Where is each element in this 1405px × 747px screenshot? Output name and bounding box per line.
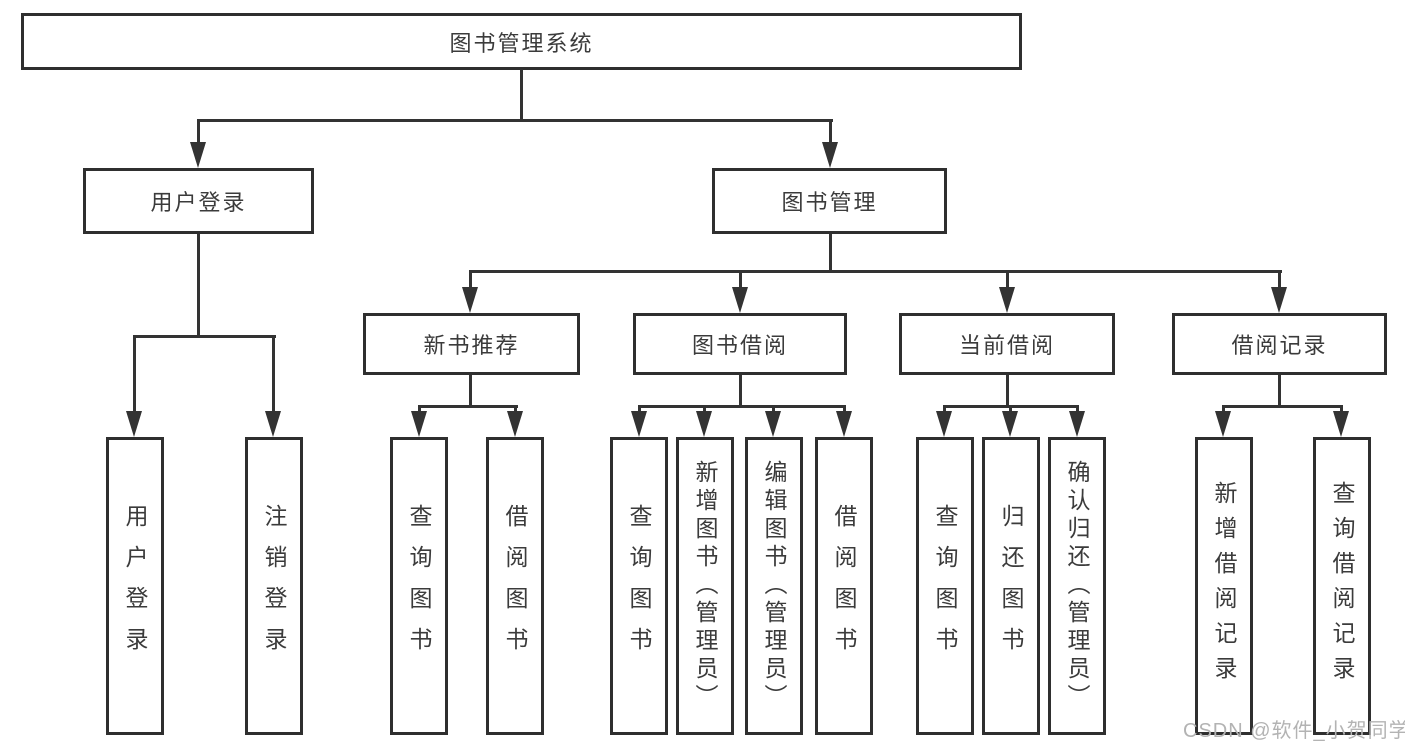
connector-vline [1006, 375, 1009, 408]
arrow-down-icon [765, 411, 781, 437]
connector-vline [272, 335, 275, 413]
connector-vline [843, 405, 846, 415]
leaf-add-borrow-record: 新增借阅记录 [1195, 437, 1253, 735]
connector-vline [1009, 405, 1012, 415]
arrow-down-icon [126, 411, 142, 437]
leaf-logout-login: 注销登录 [245, 437, 303, 735]
connector-vline [469, 375, 472, 408]
arrow-down-icon [836, 411, 852, 437]
leaf-confirm-return-admin: 确认归还（管理员） [1048, 437, 1106, 735]
leaf-edit-book-admin: 编辑图书（管理员） [745, 437, 803, 735]
node-book-borrowing: 图书借阅 [633, 313, 847, 375]
connector-vline [1222, 405, 1225, 415]
connector-vline [133, 335, 136, 413]
csdn-watermark: CSDN @软件_小贺同学 [1183, 720, 1405, 742]
connector-vline [739, 375, 742, 408]
connector-vline [1006, 270, 1009, 290]
arrow-down-icon [936, 411, 952, 437]
arrow-down-icon [507, 411, 523, 437]
connector-hline [133, 335, 276, 338]
arrow-down-icon [462, 287, 478, 313]
leaf-query-books-recommend: 查询图书 [390, 437, 448, 735]
connector-vline [197, 234, 200, 338]
arrow-down-icon [1215, 411, 1231, 437]
leaf-borrow-books-borrowing: 借阅图书 [815, 437, 873, 735]
connector-vline [520, 69, 523, 121]
arrow-down-icon [696, 411, 712, 437]
connector-vline [1278, 375, 1281, 408]
node-book-management: 图书管理 [712, 168, 947, 234]
arrow-down-icon [411, 411, 427, 437]
leaf-user-login: 用户登录 [106, 437, 164, 735]
connector-vline [1278, 270, 1281, 290]
connector-vline [829, 234, 832, 273]
arrow-down-icon [822, 142, 838, 168]
leaf-query-borrow-record: 查询借阅记录 [1313, 437, 1371, 735]
arrow-down-icon [999, 287, 1015, 313]
connector-vline [418, 405, 421, 415]
connector-vline [638, 405, 641, 415]
arrow-down-icon [190, 142, 206, 168]
arrow-down-icon [631, 411, 647, 437]
node-borrowing-records: 借阅记录 [1172, 313, 1387, 375]
arrow-down-icon [1002, 411, 1018, 437]
connector-vline [943, 405, 946, 415]
leaf-query-books-borrowing: 查询图书 [610, 437, 668, 735]
leaf-query-books-current: 查询图书 [916, 437, 974, 735]
arrow-down-icon [1333, 411, 1349, 437]
arrow-down-icon [732, 287, 748, 313]
node-current-borrowing: 当前借阅 [899, 313, 1115, 375]
connector-vline [469, 270, 472, 290]
connector-hline [469, 270, 1282, 273]
connector-hline [1222, 405, 1343, 408]
connector-vline [739, 270, 742, 290]
leaf-return-book: 归还图书 [982, 437, 1040, 735]
connector-vline [829, 119, 832, 145]
leaf-add-book-admin: 新增图书（管理员） [676, 437, 734, 735]
node-user-login: 用户登录 [83, 168, 314, 234]
connector-vline [1340, 405, 1343, 415]
connector-vline [197, 119, 200, 145]
arrow-down-icon [1271, 287, 1287, 313]
connector-hline [418, 405, 518, 408]
leaf-borrow-books-recommend: 借阅图书 [486, 437, 544, 735]
node-new-book-recommend: 新书推荐 [363, 313, 580, 375]
connector-vline [514, 405, 517, 415]
connector-vline [703, 405, 706, 415]
connector-vline [1076, 405, 1079, 415]
arrow-down-icon [265, 411, 281, 437]
arrow-down-icon [1069, 411, 1085, 437]
connector-hline [638, 405, 846, 408]
node-root: 图书管理系统 [21, 13, 1022, 70]
connector-vline [772, 405, 775, 415]
connector-hline [197, 119, 833, 122]
